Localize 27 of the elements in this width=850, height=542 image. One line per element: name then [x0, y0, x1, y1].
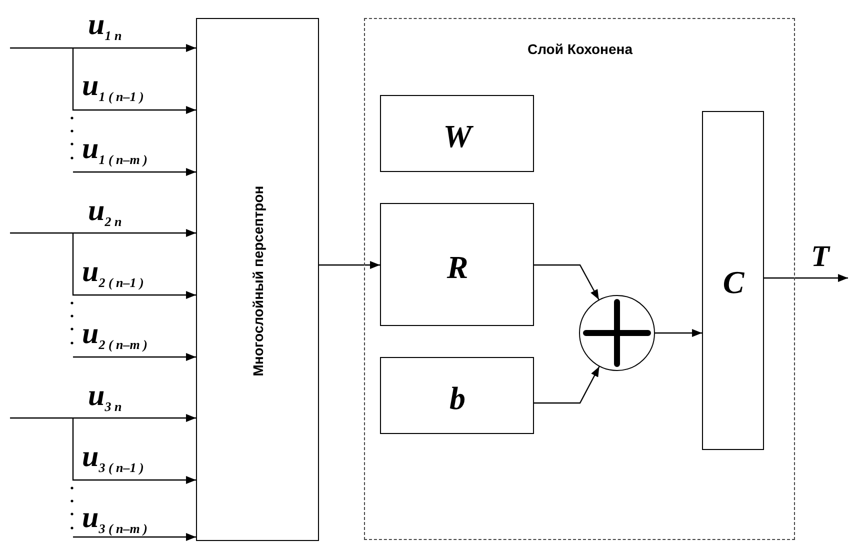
- arrow: [534, 366, 600, 404]
- layer-group: [364, 18, 795, 540]
- symbol-label: W: [443, 120, 472, 152]
- matrix-box: [380, 202, 534, 326]
- arrow: [72, 233, 196, 299]
- arrow: [655, 329, 702, 337]
- symbol-label: b: [450, 382, 466, 414]
- arrow: [10, 44, 196, 52]
- process-box: [196, 18, 319, 541]
- arrow: [72, 48, 196, 114]
- process-box: [702, 110, 764, 450]
- arrow: [319, 261, 380, 269]
- arrow: [534, 264, 600, 300]
- arrow: [10, 229, 196, 237]
- box-label: Многослойный персептрон: [250, 186, 266, 376]
- arrow: [73, 353, 196, 361]
- matrix-box: [380, 94, 534, 172]
- bias-box: [380, 356, 534, 434]
- summing-junction: [578, 294, 654, 370]
- arrow: [73, 168, 196, 176]
- arrow: [764, 274, 848, 282]
- symbol-label: R: [446, 250, 468, 282]
- arrow: [73, 533, 196, 541]
- arrow: [72, 418, 196, 484]
- symbol-label: C: [722, 266, 744, 298]
- group-title: Слой Кохонена: [527, 41, 633, 57]
- arrow: [10, 414, 196, 422]
